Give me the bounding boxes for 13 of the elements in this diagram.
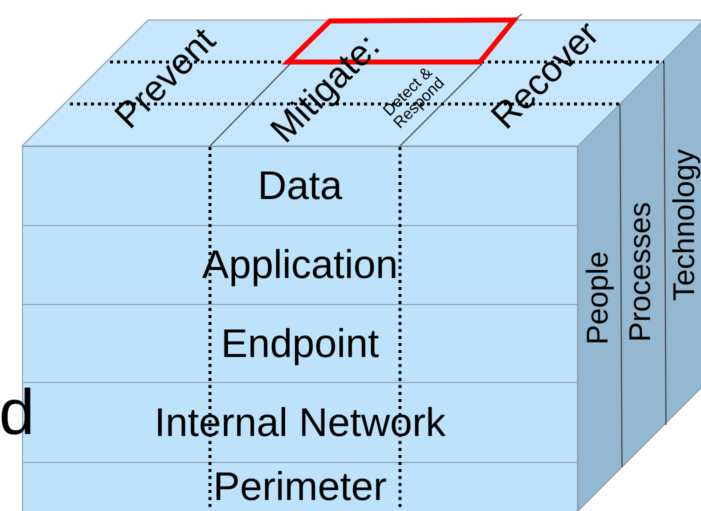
- layer-label: Internal Network: [154, 402, 446, 442]
- layer-band: [22, 225, 578, 305]
- side-label: Technology: [670, 149, 700, 301]
- layer-band: [22, 462, 578, 511]
- layer-label: Perimeter: [213, 467, 387, 507]
- layer-label: Application: [202, 245, 398, 285]
- side-label: Processes: [626, 202, 656, 342]
- layer-label: Endpoint: [221, 324, 379, 364]
- layer-band: [22, 304, 578, 383]
- layer-label: Data: [258, 166, 342, 206]
- layer-band: [22, 146, 578, 226]
- letter-label: d: [0, 380, 35, 444]
- side-label: People: [583, 251, 614, 345]
